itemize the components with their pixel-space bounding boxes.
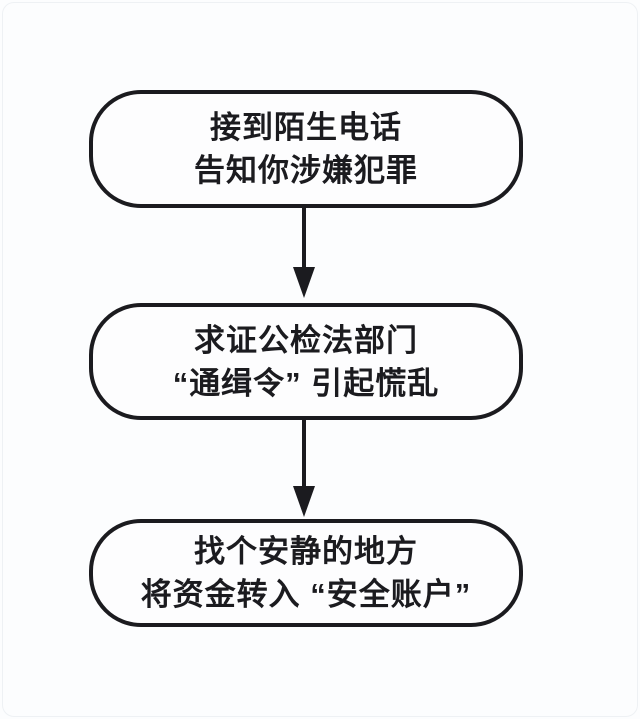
- flow-node-step-2: 求证公检法部门 “通缉令” 引起慌乱: [89, 303, 523, 420]
- arrow-shaft: [302, 420, 306, 488]
- flow-node-text-line: 告知你涉嫌犯罪: [194, 153, 418, 188]
- down-arrow-icon: [292, 420, 316, 517]
- flow-node-text-line: 将资金转入 “安全账户”: [140, 577, 472, 612]
- arrow-head: [293, 486, 315, 517]
- flow-node-text-line: 求证公检法部门: [194, 322, 418, 358]
- arrow-head: [293, 267, 315, 298]
- flow-node-step-3: 找个安静的地方 将资金转入 “安全账户”: [89, 519, 523, 627]
- arrow-shaft: [302, 207, 306, 269]
- flow-node-text-line: “通缉令” 引起慌乱: [172, 365, 440, 401]
- flow-node-text-line: 找个安静的地方: [194, 534, 418, 569]
- flow-node-step-1: 接到陌生电话 告知你涉嫌犯罪: [89, 90, 523, 208]
- flow-node-text-line: 接到陌生电话: [210, 110, 402, 145]
- down-arrow-icon: [292, 207, 316, 298]
